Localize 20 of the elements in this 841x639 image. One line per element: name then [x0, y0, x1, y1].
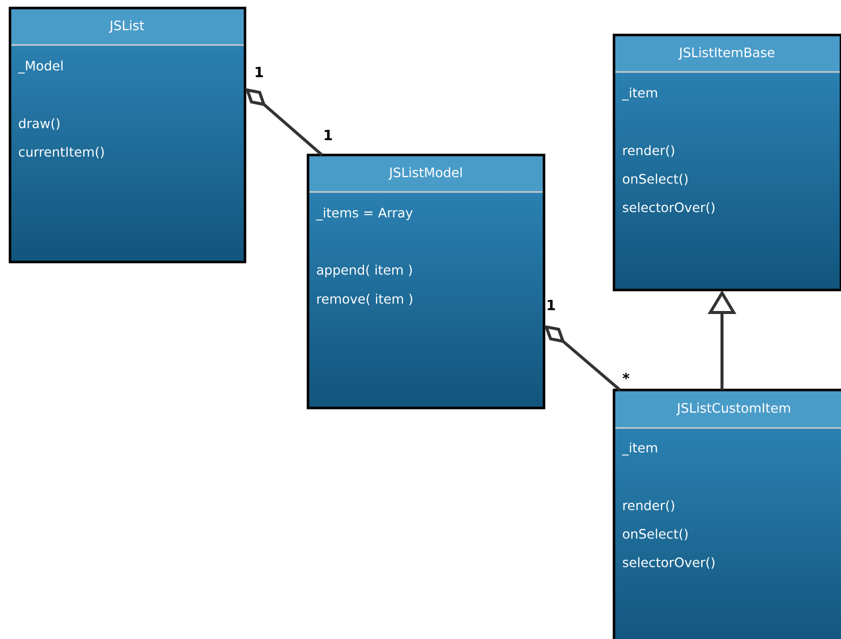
class-name: JSList — [108, 20, 144, 33]
multiplicity-label: * — [622, 372, 630, 380]
method-text: draw() — [18, 118, 60, 130]
attribute-text: _Model — [18, 60, 63, 74]
method-text: remove( item ) — [317, 294, 412, 306]
method-text: onSelect() — [622, 174, 688, 186]
class-name: JSListCustomItem — [676, 402, 790, 416]
method-text: append( item ) — [317, 264, 412, 278]
method-text: onSelect() — [622, 528, 688, 540]
method-text: selectorOver() — [622, 202, 714, 214]
attribute-text: _items = Array — [316, 208, 413, 220]
multiplicity-label: 1 — [324, 130, 332, 140]
method-text: render() — [623, 500, 674, 512]
attribute-text: _item — [622, 88, 657, 100]
class-name: JSListItemBase — [678, 47, 774, 60]
class-name: JSListModel — [388, 167, 462, 180]
method-text: render() — [623, 145, 674, 157]
attribute-text: _item — [622, 442, 657, 456]
method-text: currentItem() — [18, 146, 104, 158]
method-text: selectorOver() — [622, 557, 714, 569]
